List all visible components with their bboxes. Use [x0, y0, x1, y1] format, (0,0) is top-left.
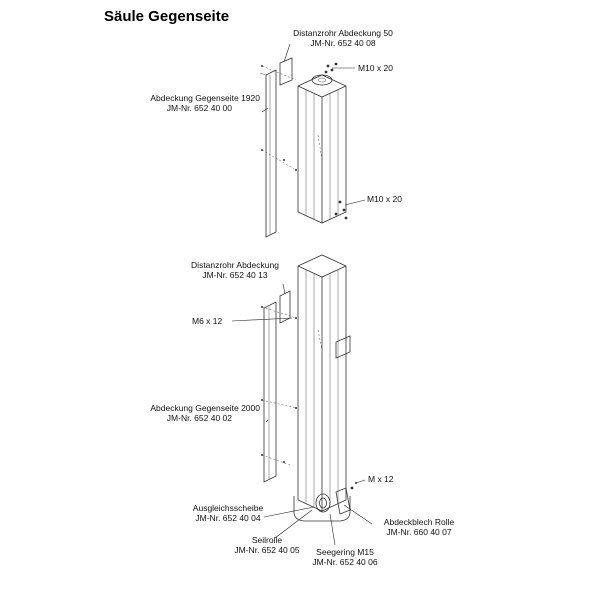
label-seilrolle: Seilrolle JM-Nr. 652 40 05: [222, 535, 312, 555]
label-seegering-name: Seegering M15: [316, 547, 374, 557]
label-distanzrohr-50-name: Distanzrohr Abdeckung 50: [293, 28, 393, 38]
screws-lower: [261, 306, 357, 484]
label-abdeckung-1920-nr: JM-Nr. 652 40 00: [166, 103, 232, 113]
label-m10-mid: M10 x 20: [367, 194, 402, 204]
label-m6: M6 x 12: [192, 316, 223, 326]
upper-column: [297, 74, 347, 224]
label-m-x12: M x 12: [368, 474, 394, 484]
label-abdeckung-2000-nr: JM-Nr. 652 40 02: [166, 413, 232, 423]
label-abdeckung-1920-name: Abdeckung Gegenseite 1920: [150, 93, 260, 103]
label-seegering: Seegering M15 JM-Nr. 652 40 06: [300, 547, 390, 567]
label-distanzrohr-nr: JM-Nr. 652 40 13: [202, 270, 268, 280]
label-abdeckung-2000-name: Abdeckung Gegenseite 2000: [150, 403, 260, 413]
spacer-tube-50: [279, 57, 293, 86]
label-abdeckung-2000: Abdeckung Gegenseite 2000 JM-Nr. 652 40 …: [104, 403, 260, 423]
label-abdeckblech: Abdeckblech Rolle JM-Nr. 660 40 07: [364, 517, 474, 537]
label-abdeckung-1920: Abdeckung Gegenseite 1920 JM-Nr. 652 40 …: [100, 93, 260, 113]
label-abdeckblech-name: Abdeckblech Rolle: [383, 517, 455, 527]
label-seegering-nr: JM-Nr. 652 40 06: [312, 557, 378, 567]
leader-lines: [231, 43, 373, 546]
label-distanzrohr: Distanzrohr Abdeckung JM-Nr. 652 40 13: [170, 260, 300, 280]
label-ausgleichsscheibe: Ausgleichsscheibe JM-Nr. 652 40 04: [178, 503, 278, 523]
screws-upper: [261, 62, 348, 220]
label-seilrolle-name: Seilrolle: [251, 535, 283, 545]
lower-column: [293, 254, 351, 522]
label-distanzrohr-50-nr: JM-Nr. 652 40 08: [310, 38, 376, 48]
cover-1920: [259, 69, 277, 238]
label-abdeckblech-nr: JM-Nr. 660 40 07: [386, 527, 452, 537]
pulley: [315, 486, 354, 515]
label-m10-top: M10 x 20: [358, 63, 393, 73]
label-seilrolle-nr: JM-Nr. 652 40 05: [234, 545, 300, 555]
label-distanzrohr-name: Distanzrohr Abdeckung: [191, 260, 279, 270]
label-distanzrohr-50: Distanzrohr Abdeckung 50 JM-Nr. 652 40 0…: [268, 28, 418, 48]
label-ausgleich-name: Ausgleichsscheibe: [192, 503, 264, 513]
label-ausgleich-nr: JM-Nr. 652 40 04: [195, 513, 261, 523]
page-title: Säule Gegenseite: [104, 8, 230, 25]
cover-2000: [263, 301, 277, 483]
